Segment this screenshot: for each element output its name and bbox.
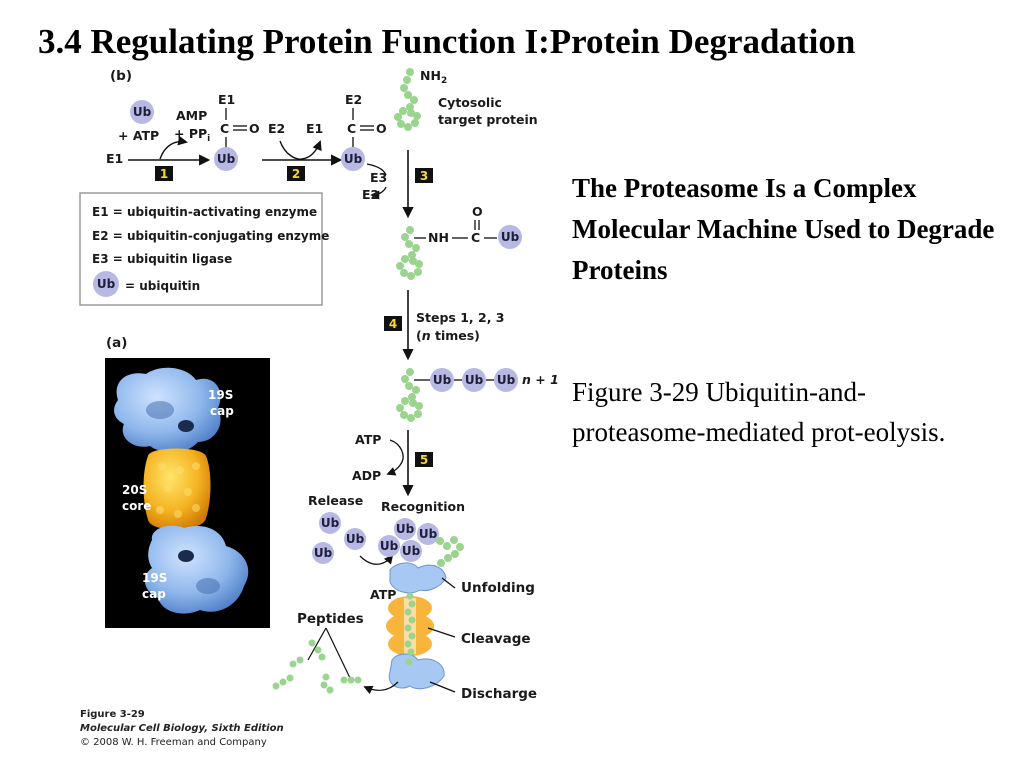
- section-heading: The Proteasome Is a Complex Molecular Ma…: [572, 173, 995, 285]
- svg-text:C: C: [347, 121, 356, 136]
- amp-label: AMP: [176, 108, 207, 123]
- e1-left-label: E1: [106, 151, 123, 166]
- svg-text:4: 4: [389, 317, 397, 331]
- svg-text:Ub: Ub: [314, 546, 333, 560]
- legend-box: [79, 192, 323, 306]
- step-3-badge: [415, 168, 433, 183]
- panel-b-label: (b): [110, 68, 132, 84]
- svg-text:C: C: [471, 230, 480, 245]
- proteasome-schematic: [386, 562, 447, 690]
- legend-e3: E3 = ubiquitin ligase: [92, 252, 232, 266]
- svg-text:Ub: Ub: [465, 373, 484, 387]
- release-label: Release: [308, 493, 363, 508]
- amp-release-arrow: [159, 135, 188, 160]
- peptides-label: Peptides: [297, 611, 364, 627]
- chain-length-label: n + 1: [522, 372, 559, 387]
- atp-label: + ATP: [118, 128, 159, 143]
- panel-a-label: (a): [106, 335, 127, 351]
- legend-ub-circle: Ub: [93, 271, 119, 297]
- svg-text:O: O: [472, 204, 483, 219]
- svg-text:NH: NH: [428, 230, 449, 245]
- ub-e1-circle: Ub: [214, 147, 238, 171]
- svg-text:5: 5: [420, 453, 428, 467]
- ub-chain-3: Ub: [494, 368, 518, 392]
- svg-text:Ub: Ub: [501, 230, 520, 244]
- svg-text:core: core: [122, 499, 151, 513]
- legend-ub: = ubiquitin: [125, 279, 200, 293]
- target-protein-chain: [394, 68, 421, 131]
- svg-text:Ub: Ub: [217, 152, 236, 166]
- step-4-badge: [384, 316, 402, 331]
- svg-text:Ub: Ub: [344, 152, 363, 166]
- cap-top-label: 19S: [208, 388, 233, 402]
- svg-text:Ub: Ub: [321, 516, 340, 530]
- bound-ub-group: Ub Ub Ub Ub: [378, 518, 439, 562]
- svg-text:Ub: Ub: [380, 539, 399, 553]
- cleavage-label: Cleavage: [461, 631, 531, 647]
- svg-text:3: 3: [420, 169, 428, 183]
- target-label-2: target protein: [438, 112, 538, 127]
- svg-text:Ub: Ub: [433, 373, 452, 387]
- step-2-badge: [287, 166, 305, 181]
- svg-text:Ub: Ub: [497, 373, 516, 387]
- svg-text:O: O: [376, 121, 387, 136]
- polyubiquitinated-protein: [396, 368, 423, 422]
- atp-proteasome-label: ATP: [370, 587, 396, 602]
- svg-text:O: O: [249, 121, 260, 136]
- svg-text:cap: cap: [142, 587, 166, 601]
- recognition-label: Recognition: [381, 499, 465, 514]
- e1-out-label: E1: [306, 121, 323, 136]
- ub-e2-circle: Ub: [341, 147, 365, 171]
- source-figure: Figure 3-29: [80, 709, 145, 720]
- e3-label: E3: [370, 170, 387, 185]
- core-label: 20S: [122, 483, 147, 497]
- proteasome-3d-image: [105, 358, 270, 628]
- step-1-badge: [155, 166, 173, 181]
- unfolding-label: Unfolding: [461, 580, 535, 596]
- target-label-1: Cytosolic: [438, 95, 502, 110]
- figure-source: Figure 3-29 Molecular Cell Biology, Sixt…: [80, 708, 284, 750]
- peptide-fragments: [272, 639, 362, 694]
- svg-text:Ub: Ub: [396, 522, 415, 536]
- cap-bottom-label: 19S: [142, 571, 167, 585]
- legend-e2: E2 = ubiquitin-conjugating enzyme: [92, 229, 329, 243]
- source-publisher: © 2008 W. H. Freeman and Company: [80, 737, 267, 748]
- svg-text:cap: cap: [210, 404, 234, 418]
- svg-text:1: 1: [160, 167, 168, 181]
- ub-free-circle: Ub: [130, 100, 154, 124]
- steps-repeat-label: Steps 1, 2, 3: [416, 310, 505, 325]
- e2-in-label: E2: [268, 121, 285, 136]
- atp-step5-label: ATP: [355, 432, 381, 447]
- svg-text:Ub: Ub: [419, 527, 438, 541]
- e2-out2-label: E2: [362, 187, 379, 202]
- figure-caption: Figure 3-29 Ubiquitin-and-proteasome-med…: [572, 377, 946, 447]
- ub-chain-1: Ub: [430, 368, 454, 392]
- nh2-label: NH2: [420, 68, 447, 86]
- svg-text:2: 2: [292, 167, 300, 181]
- step-5-badge: [415, 452, 433, 467]
- svg-text:Ub: Ub: [346, 532, 365, 546]
- steps-times-label: (n times): [416, 328, 480, 343]
- svg-text:C: C: [220, 121, 229, 136]
- svg-text:Ub: Ub: [97, 277, 116, 291]
- ubiquitinated-protein: [396, 226, 423, 280]
- adp-label: ADP: [352, 468, 381, 483]
- svg-text:Ub: Ub: [133, 105, 152, 119]
- legend-e1: E1 = ubiquitin-activating enzyme: [92, 205, 317, 219]
- released-ub-group: Ub Ub Ub: [312, 512, 366, 564]
- ub-target-circle: Ub: [498, 225, 522, 249]
- source-book: Molecular Cell Biology, Sixth Edition: [80, 723, 284, 734]
- ub-chain-2: Ub: [462, 368, 486, 392]
- e2-enzyme-label: E2: [345, 92, 362, 107]
- discharge-label: Discharge: [461, 686, 537, 702]
- slide-title: 3.4 Regulating Protein Function I:Protei…: [38, 22, 856, 61]
- e1-enzyme-label: E1: [218, 92, 235, 107]
- svg-text:Ub: Ub: [402, 544, 421, 558]
